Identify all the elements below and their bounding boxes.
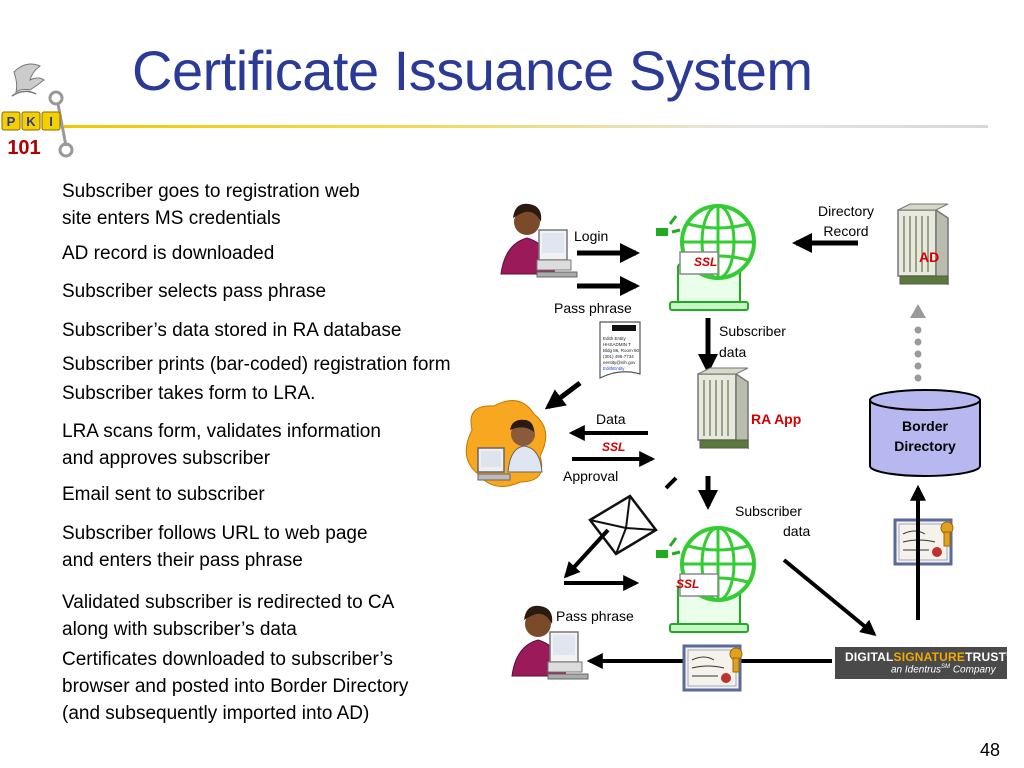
page-number: 48 (979, 740, 1000, 760)
ad-sync-dotted-arrow (910, 304, 926, 382)
border-directory-cylinder-icon (869, 389, 981, 477)
ssl-web-server-icon (654, 526, 756, 634)
step-text: Certificates downloaded to subscriber’s (62, 649, 393, 670)
form-text: eentity@nih.gov (603, 360, 636, 365)
form-to-lra-arrow (544, 381, 582, 410)
subscriber-computer-icon (500, 203, 578, 278)
vendor-subtitle: Company (950, 664, 996, 676)
subscriber-data-label: data (783, 523, 810, 539)
form-text: Bldg 86, Room 90 (603, 348, 640, 353)
email-envelope-icon (588, 494, 658, 556)
border-directory-label: Border (902, 418, 948, 434)
title-underline (64, 125, 988, 128)
lra-computer-icon (465, 400, 547, 487)
step-text: browser and posted into Border Directory (62, 676, 409, 697)
directory-record-label: Directory (818, 203, 874, 219)
certificate-icon (893, 518, 955, 566)
step-list: Subscriber goes to registration web site… (62, 181, 451, 724)
slide-title: Certificate Issuance System (132, 39, 813, 102)
step-text: site enters MS credentials (62, 208, 281, 229)
step-text: Subscriber’s data stored in RA database (62, 320, 402, 341)
certificate-icon (682, 644, 744, 692)
ssl-label: SSL (694, 255, 717, 269)
approval-label: Approval (563, 468, 618, 484)
pki-101-logo: P K I 101 (1, 63, 74, 159)
ra-app-label: RA App (751, 411, 801, 427)
step-text: AD record is downloaded (62, 243, 275, 264)
form-text: (301) 496-7734 (603, 354, 634, 359)
vendor-trademark: SM (941, 664, 951, 670)
ssl-label: SSL (676, 577, 699, 591)
vendor-name-part: TRUST (965, 650, 1007, 664)
pass-phrase-label: Pass phrase (554, 300, 632, 316)
form-text: EdithEntity (603, 366, 625, 371)
email-to-subscriber-arrow (563, 528, 610, 579)
ad-server-icon (897, 203, 949, 285)
logo-letter-i: I (49, 114, 53, 129)
step-text: Subscriber prints (bar-coded) registrati… (62, 354, 451, 375)
subscriber-data-label: Subscriber (735, 503, 802, 519)
vendor-subtitle: an Identrus (891, 664, 942, 676)
step-text: Email sent to subscriber (62, 484, 265, 505)
step-text: and enters their pass phrase (62, 550, 303, 571)
logo-number: 101 (7, 137, 40, 159)
registration-form-icon: Edith Entity HHSADMIN T Bldg 86, Room 90… (599, 321, 641, 379)
logo-letter-k: K (26, 114, 36, 129)
form-text: Edith Entity (603, 336, 627, 341)
login-label: Login (574, 228, 608, 244)
vendor-trademark: SM (1006, 652, 1016, 658)
subscriber-data-label: Subscriber (719, 323, 786, 339)
ssl-label: SSL (602, 440, 625, 454)
redirect-to-ca-arrow (782, 558, 877, 637)
step-text: LRA scans form, validates information (62, 421, 381, 442)
vendor-name-part: SIGNATURE (893, 650, 966, 664)
step-text: and approves subscriber (62, 448, 271, 469)
step-text: Subscriber selects pass phrase (62, 281, 327, 302)
step-text: Subscriber follows URL to web page (62, 523, 368, 544)
logo-letter-p: P (7, 114, 16, 129)
step-text: Validated subscriber is redirected to CA (62, 592, 395, 613)
pass-phrase-label: Pass phrase (556, 608, 634, 624)
ra-app-server-icon (697, 367, 749, 449)
hhs-eagle-key-logo-icon (11, 63, 74, 158)
step-text: along with subscriber’s data (62, 619, 297, 640)
subscriber-data-label: data (719, 344, 746, 360)
step-text: (and subsequently imported into AD) (62, 703, 370, 724)
email-arrow-line (664, 476, 678, 490)
directory-record-label: Record (823, 223, 868, 239)
digital-signature-trust-logo: DIGITALSIGNATURETRUSTSM an IdentrusSM Co… (835, 647, 1015, 679)
step-text: Subscriber goes to registration web (62, 181, 360, 202)
ad-label: AD (919, 249, 939, 265)
border-directory-label: Directory (894, 438, 956, 454)
form-text: HHSADMIN T (603, 342, 631, 347)
vendor-name-part: DIGITAL (845, 650, 894, 664)
data-label: Data (596, 411, 626, 427)
step-text: Subscriber takes form to LRA. (62, 383, 316, 404)
